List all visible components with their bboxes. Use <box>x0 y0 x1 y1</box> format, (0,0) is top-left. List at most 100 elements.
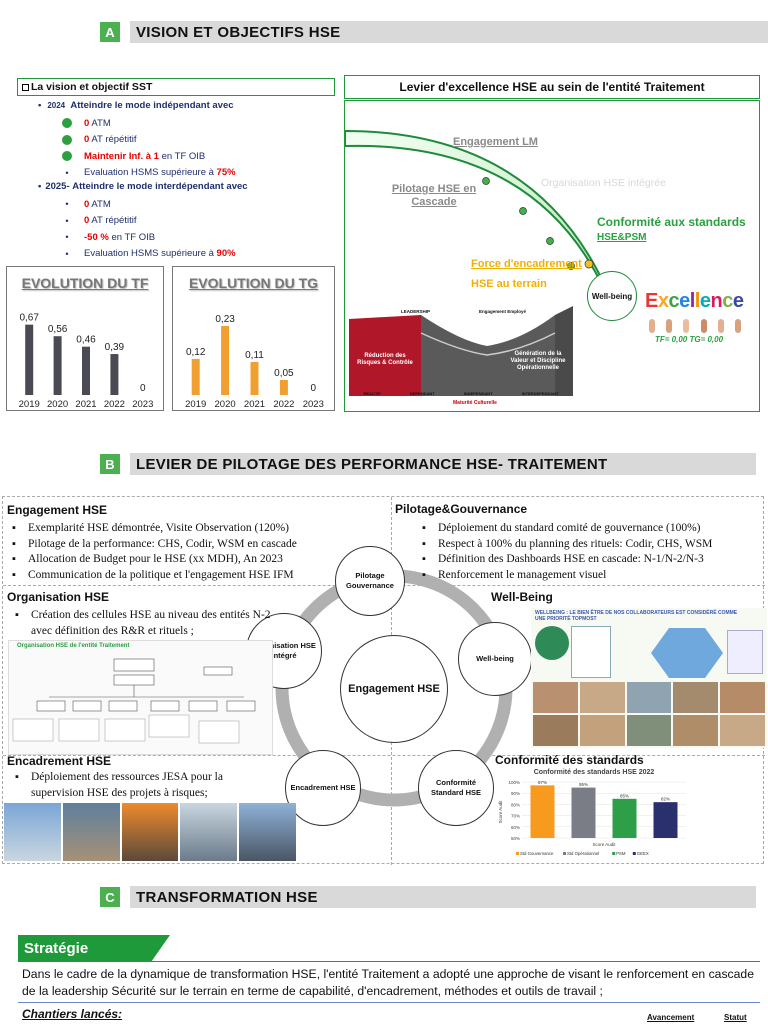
conformite-chart-svg: 100%90%80%70%60%50%Score Audit97%95%85%8… <box>498 780 686 856</box>
vision-title: La vision et objectif SST <box>31 81 153 93</box>
vision-item: 0 AT répétitif <box>38 132 338 149</box>
stage-1-label: Réduction des Risques & Contrôle <box>357 353 413 366</box>
levier-arrow <box>345 129 619 396</box>
conformite-chart-title: Conformité des standards HSE 2022 <box>533 769 655 776</box>
data-label: 82% <box>661 797 670 802</box>
bar <box>279 380 288 395</box>
list-item: Pilotage de la performance: CHS, Codir, … <box>4 537 388 553</box>
culture-label: Maturité Culturelle <box>453 400 497 406</box>
y-tick-label: 50% <box>511 836 520 841</box>
organisation-label: Organisation HSE intégrée <box>541 177 666 189</box>
vision-item: 0 ATM <box>38 115 338 132</box>
tick-label: 2019 <box>185 399 206 410</box>
section-b-header: B LEVIER DE PILOTAGE DES PERFORMANCE HSE… <box>100 453 756 475</box>
legend-swatch <box>563 852 566 855</box>
encadrement-photos <box>4 803 296 861</box>
list-item: Renforcement le management visuel <box>414 568 764 584</box>
wellbeing-title: Well-Being <box>491 590 553 604</box>
legend-entry: GEEX <box>637 851 649 856</box>
vision-item: •0 AT répétitif <box>38 213 338 230</box>
chantiers-title: Chantiers lancés: <box>22 1007 123 1021</box>
section-c-letter: C <box>100 887 120 907</box>
list-item: Création des cellules HSE au niveau des … <box>7 608 285 639</box>
data-label: 0,05 <box>274 368 294 379</box>
terrain-label: HSE au terrain <box>471 278 547 290</box>
tick-label: 2019 <box>19 399 40 410</box>
engagement-employe-label: Engagement Employé <box>479 309 527 314</box>
data-label: 0,39 <box>105 342 125 353</box>
checkbox-icon <box>22 83 29 91</box>
data-label: 0,11 <box>245 350 264 361</box>
tick-label: 2020 <box>215 399 236 410</box>
data-label: 85% <box>620 793 629 798</box>
tick-label: 2021 <box>75 399 96 410</box>
bar <box>250 362 259 395</box>
hexagon-icon <box>651 628 723 678</box>
bullet-icon: • <box>65 167 69 178</box>
leadership-label: LEADERSHIP <box>401 309 431 314</box>
organisation-hse-list: Création des cellules HSE au niveau des … <box>7 608 285 639</box>
tick-label: 2020 <box>47 399 68 410</box>
bar <box>653 802 678 838</box>
y-tick-label: 90% <box>511 791 520 796</box>
org-chart-image: Organisation HSE de l'entité Traitement <box>8 640 273 755</box>
section-b-title: LEVIER DE PILOTAGE DES PERFORMANCE HSE- … <box>130 453 756 475</box>
list-item: Exemplarité HSE démontrée, Visite Observ… <box>4 521 388 537</box>
year-2025-line: •2025- Atteindre le mode interdépendant … <box>38 181 248 192</box>
wellbeing-circle: Well-being <box>587 271 637 321</box>
conformite-chart: Conformité des standards HSE 2022 100% 90… <box>496 768 692 860</box>
engagement-lm-label: Engagement LM <box>453 136 538 148</box>
encadrement-hse-title: Encadrement HSE <box>7 754 112 768</box>
bar <box>53 336 62 395</box>
vision-item: •0 ATM <box>38 196 338 213</box>
legend-entry: Std Gouvernance <box>520 851 554 856</box>
bar <box>571 787 596 838</box>
legend-entry: Std Opérationnel <box>567 851 599 856</box>
legend-swatch <box>516 852 519 855</box>
tick-label: 2023 <box>303 399 324 410</box>
x-axis-label: Score Audit <box>592 842 616 847</box>
y-tick-label: 60% <box>511 825 520 830</box>
section-a-letter: A <box>100 22 120 42</box>
strategie-title: Stratégie <box>18 935 170 961</box>
conformite-title: Conformité des standards <box>495 753 644 767</box>
bullet-icon: • <box>65 215 69 226</box>
vision-list: •2024 Atteindre le mode indépendant avec… <box>38 100 338 262</box>
bar <box>612 798 637 838</box>
wellbeing-image: WELLBEING : LE BIEN ÊTRE DE NOS COLLABOR… <box>531 608 767 748</box>
section-c-header: C TRANSFORMATION HSE <box>100 886 756 908</box>
legend-swatch <box>612 852 616 855</box>
bullet-icon: • <box>65 248 69 259</box>
hse-psm-label: HSE&PSM <box>597 232 647 243</box>
y-tick-label: 70% <box>511 814 520 819</box>
y-tick-label: 100% <box>508 780 520 785</box>
vision-item: •Evaluation HSMS supérieure à 90% <box>38 246 338 263</box>
statut-header: Statut <box>724 1013 747 1022</box>
tick-label: 2022 <box>104 399 125 410</box>
section-b-letter: B <box>100 454 120 474</box>
org-chart-title: Organisation HSE de l'entité Traitement <box>17 643 130 649</box>
bar <box>25 324 34 395</box>
conformite-label: Conformité aux standards <box>597 215 746 229</box>
section-a-title: VISION ET OBJECTIFS HSE <box>130 21 768 43</box>
tf-chart-title: EVOLUTION DU TF <box>21 275 149 291</box>
green-dot-icon <box>62 118 72 129</box>
section-c-title: TRANSFORMATION HSE <box>130 886 756 908</box>
data-label: 0 <box>311 383 317 394</box>
force-label: Force d'encadrement <box>471 258 582 270</box>
pilotage-label: Pilotage HSE en Cascade <box>391 183 477 208</box>
engagement-hse-title: Engagement HSE <box>7 503 108 517</box>
y-axis-label: Score Audit <box>498 800 503 824</box>
levier-panel: Engagement LM Pilotage HSE en Cascade Or… <box>344 100 760 412</box>
green-dot-icon <box>62 151 72 162</box>
list-item: Respect à 100% du planning des rituels: … <box>414 537 764 553</box>
bar <box>110 354 119 395</box>
encadrement-hse-list: Déploiement des ressources JESA pour la … <box>7 770 277 801</box>
pilotage-gov-title: Pilotage&Gouvernance <box>395 502 528 516</box>
hands-icon <box>643 319 747 333</box>
bar <box>221 326 230 395</box>
